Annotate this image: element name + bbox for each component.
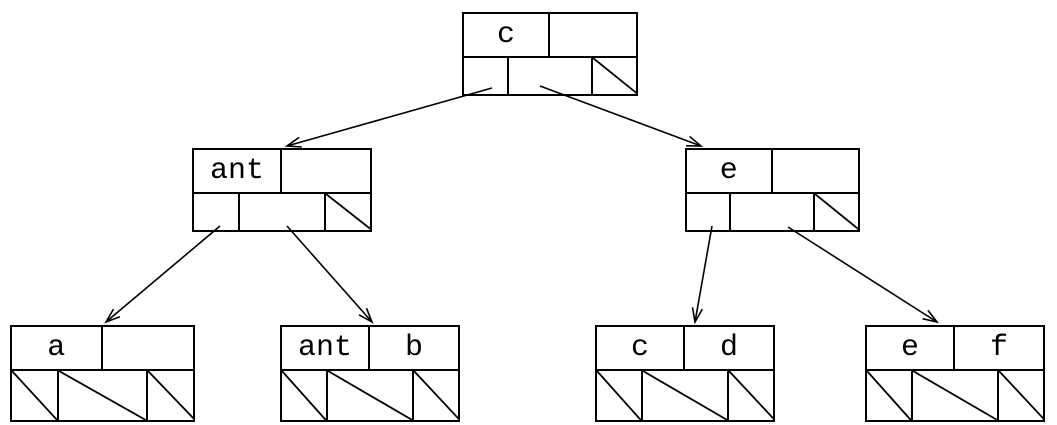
key-row: ant b [282,327,458,371]
key-cell [773,150,859,192]
key-cell: c [464,14,550,56]
pointer-cell [687,194,732,230]
null-slash [328,371,412,420]
key-row: e [687,150,858,194]
null-slash [729,371,775,420]
pointer-cell [240,194,326,230]
tree-node-root: c [462,12,638,96]
pointer-row [867,371,1043,420]
null-slash [815,194,859,230]
pointer-cell [194,194,240,230]
pointer-cell [729,371,775,420]
null-slash [643,371,727,420]
key-cell: b [404,331,423,365]
pointer-cell [643,371,729,420]
null-slash [593,58,638,94]
null-slash [414,371,460,420]
pointer-row [687,194,858,230]
pointer-cell [464,58,509,94]
pointer-cell [731,194,816,230]
tree-node-internal-left: ant [192,148,372,232]
key-cell: e [867,327,955,369]
key-cell: ant [282,327,370,369]
key-cell [282,150,370,192]
pointer-cell [999,371,1045,420]
tree-node-leaf-ant-b: ant b [280,325,460,422]
key-row: a [12,327,193,371]
tree-node-leaf-c-d: c d [595,325,775,422]
pointer-cell [148,371,195,420]
null-slash [12,371,57,420]
key-cell [103,327,194,369]
key-cell [550,14,636,56]
null-slash [999,371,1045,420]
pointer-cell [597,371,643,420]
pointer-row [194,194,370,230]
key-cell: c [597,327,685,369]
pointer-row [464,58,636,94]
null-slash [913,371,997,420]
pointer-cell [282,371,328,420]
tree-node-leaf-a: a [10,325,195,422]
key-cell: e [687,150,773,192]
pointer-cell [328,371,414,420]
pointer-cell [913,371,999,420]
null-slash [597,371,641,420]
null-slash [282,371,326,420]
pointer-cell [414,371,460,420]
pointer-cell [509,58,593,94]
null-slash [59,371,146,420]
tree-node-internal-right: e [685,148,860,232]
tree-node-leaf-e-f: e f [865,325,1045,422]
pointer-cell [593,58,638,94]
key-row: e f [867,327,1043,371]
key-row: c d [597,327,773,371]
null-slash [867,371,911,420]
null-slash [148,371,195,420]
pointer-row [12,371,193,420]
pointer-cell [815,194,859,230]
pointer-cell [326,194,372,230]
key-cell: f [989,331,1008,365]
null-slash [326,194,372,230]
key-row: ant [194,150,370,194]
pointer-row [597,371,773,420]
pointer-cell [12,371,60,420]
key-cell: d [719,331,738,365]
pointer-row [282,371,458,420]
key-row: c [464,14,636,58]
pointer-cell [59,371,148,420]
key-cell: ant [194,150,282,192]
key-cell: a [12,327,103,369]
pointer-cell [867,371,913,420]
